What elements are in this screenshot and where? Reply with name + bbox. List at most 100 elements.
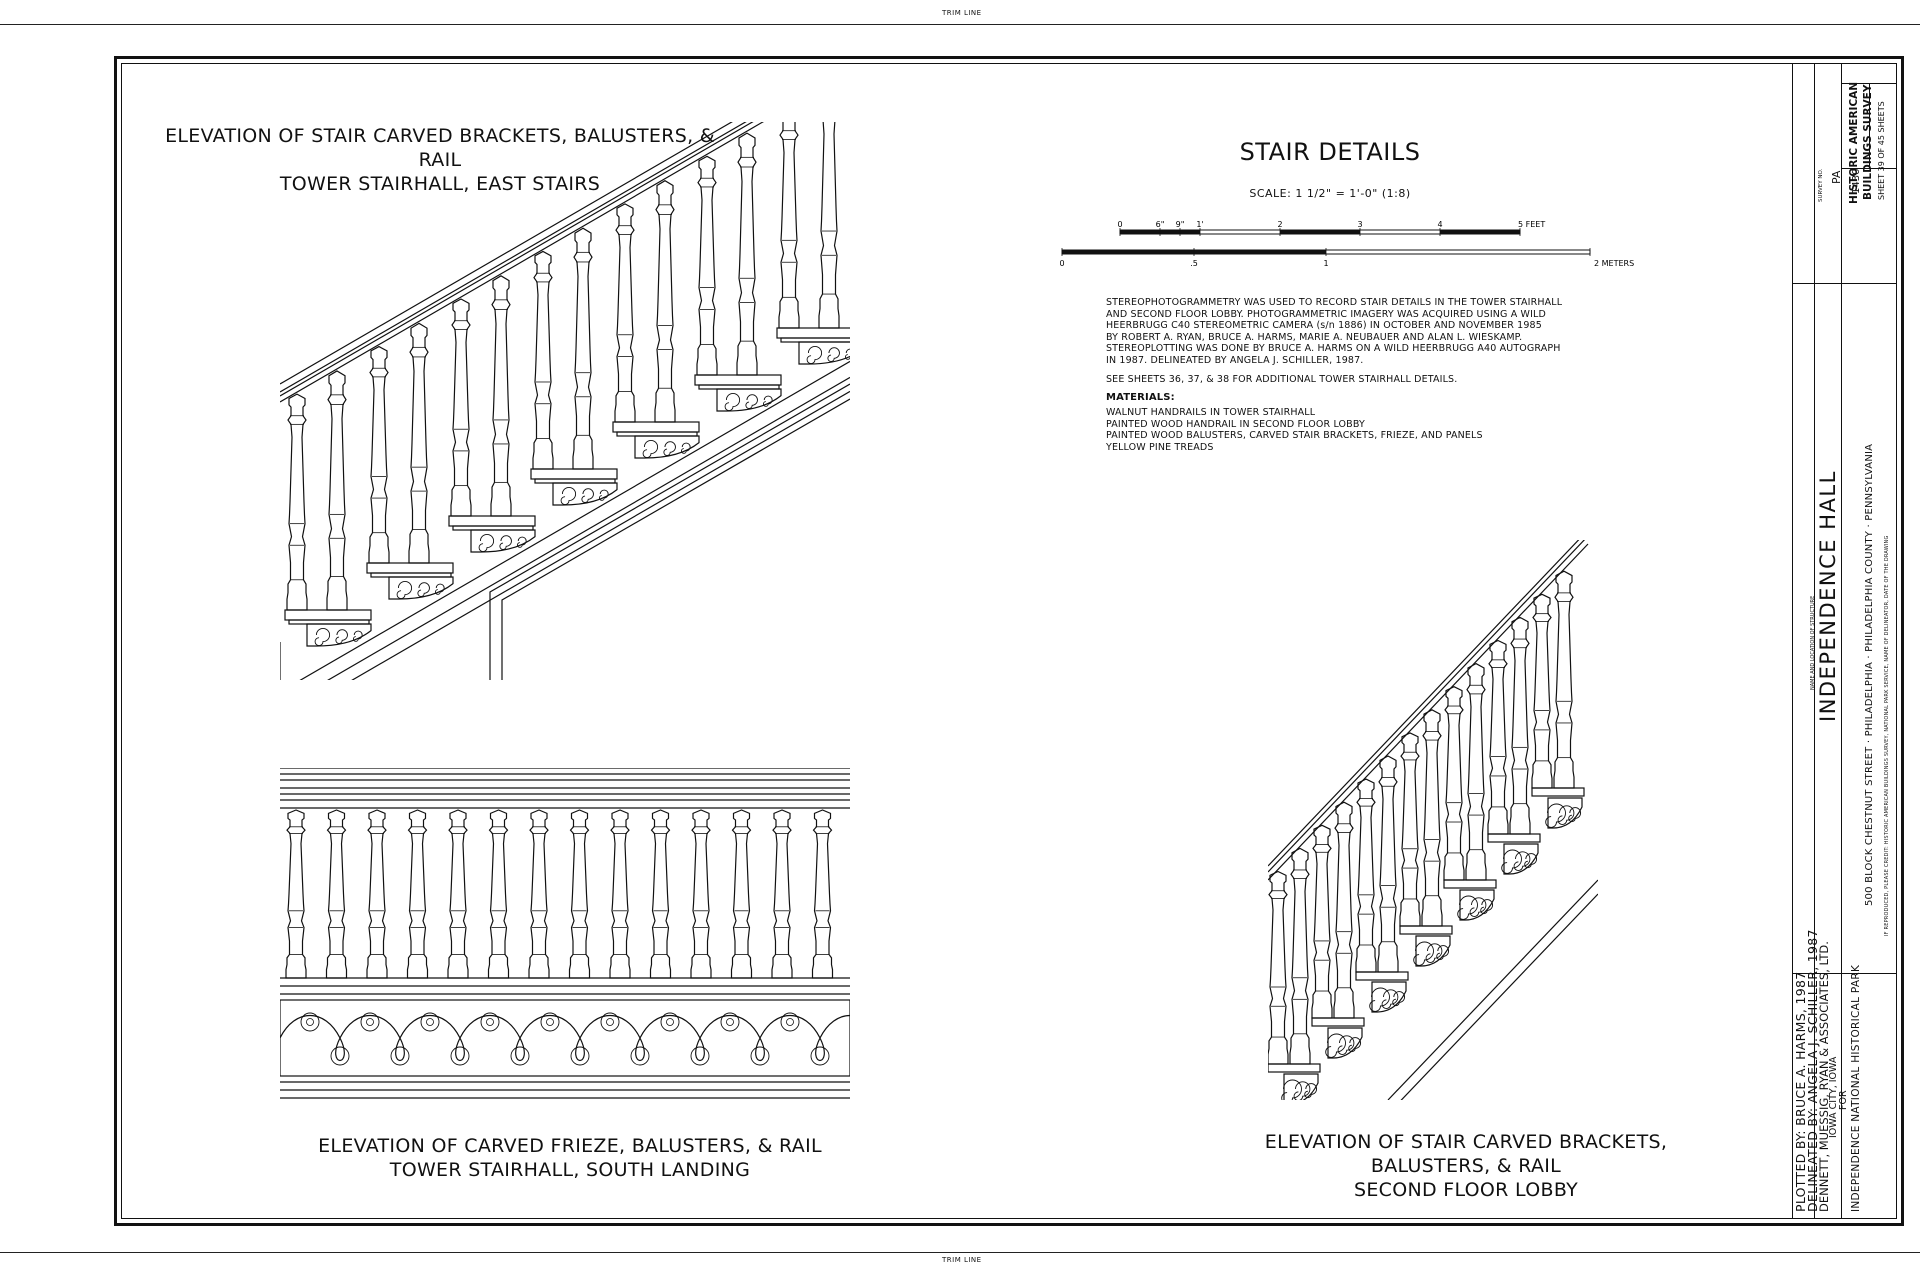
baluster-outline [736, 132, 758, 376]
panel-frame-outer [489, 383, 850, 680]
frieze-rosette [300, 1012, 320, 1032]
baluster-outline [1289, 847, 1311, 1065]
baluster [572, 227, 594, 470]
second-floor-title-line2: SECOND FLOOR LOBBY [1353, 1179, 1579, 1201]
baluster [532, 250, 554, 470]
baluster [490, 275, 512, 517]
material-item: WALNUT HANDRAILS IN TOWER STAIRHALL [1106, 407, 1316, 418]
trim-line-bottom [0, 1252, 1920, 1253]
stair-tread [776, 327, 850, 339]
note-line: IN 1987. DELINEATED BY ANGELA J. SCHILLE… [1106, 354, 1364, 366]
bracket-scroll [1304, 1083, 1318, 1099]
material-item: PAINTED WOOD BALUSTERS, CARVED STAIR BRA… [1106, 430, 1483, 441]
title-block-divider-7 [1869, 83, 1870, 169]
bracket-scroll [581, 488, 594, 503]
frieze-rosette-center [786, 1018, 794, 1026]
frieze-rosette [450, 1046, 470, 1066]
materials-heading: MATERIALS: [1106, 391, 1175, 403]
carved-bracket [716, 388, 782, 412]
sheet-number: SHEET 39 OF 45 SHEETS [1877, 101, 1886, 200]
baluster [406, 809, 429, 979]
bracket-scroll [806, 345, 823, 365]
baluster-outline [1268, 870, 1289, 1065]
sheet-border-outer [114, 56, 1904, 1226]
bracket-scroll [478, 533, 495, 553]
materials-list: WALNUT HANDRAILS IN TOWER STAIRHALL PAINT… [1106, 407, 1566, 453]
baluster-outline [366, 809, 388, 979]
title-block-divider-4 [1793, 973, 1897, 974]
baluster [450, 298, 472, 517]
baluster-outline [325, 809, 348, 979]
frieze-rosette-center [546, 1018, 554, 1026]
stair-tread [612, 421, 700, 433]
baluster [1399, 732, 1421, 927]
carved-bracket [1413, 935, 1451, 967]
reproduction-credit-note: IF REPRODUCED, PLEASE CREDIT: HISTORIC A… [1884, 535, 1890, 936]
notes-block: STEREOPHOTOGRAMMETRY WAS USED TO RECORD … [1106, 297, 1566, 453]
carved-bracket [552, 482, 618, 506]
frieze-rosette-center [366, 1018, 374, 1026]
baluster [326, 370, 348, 611]
stair-tread [1311, 1017, 1365, 1027]
baluster-outline [1311, 824, 1333, 1019]
stair-tread [530, 468, 618, 480]
bracket-scroll [1568, 807, 1582, 823]
carved-bracket [388, 576, 454, 600]
baluster [528, 809, 550, 979]
bracket-outline [552, 482, 618, 506]
drawing-title-east-stairs: ELEVATION OF STAIR CARVED BRACKETS, BALU… [150, 124, 730, 196]
bracket-outline [1415, 935, 1451, 967]
baluster [447, 809, 469, 979]
bracket-outline [1547, 797, 1583, 829]
baluster [1355, 778, 1377, 973]
feet-tick-label: 1' [1196, 220, 1203, 229]
stair-tread [448, 515, 536, 527]
baluster [811, 809, 834, 979]
stair-tread [1487, 833, 1541, 843]
carved-bracket [1501, 843, 1539, 875]
baluster [696, 155, 718, 376]
note-line: STEREOPLOTTING WAS DONE BY BRUCE A. HARM… [1106, 343, 1561, 354]
frieze-rosette [570, 1046, 590, 1066]
baluster [654, 179, 676, 423]
feet-tick-label: 5 FEET [1518, 220, 1545, 229]
bracket-scroll [417, 582, 430, 597]
south-landing-title-line1: ELEVATION OF CARVED FRIEZE, BALUSTERS, &… [318, 1135, 822, 1157]
frieze-rosette [330, 1046, 350, 1066]
baluster [818, 122, 840, 329]
frieze-rosette [510, 1046, 530, 1066]
baluster-outline [778, 122, 800, 329]
carved-bracket [1281, 1073, 1319, 1100]
baluster-outline [696, 155, 718, 376]
bracket-scroll [1348, 1037, 1362, 1053]
bracket-scroll [1524, 853, 1538, 869]
baluster [408, 322, 430, 564]
baluster [778, 122, 800, 329]
baluster [286, 393, 308, 611]
baluster-outline [690, 809, 712, 979]
rail-mid [1268, 540, 1586, 873]
drawing-title-south-landing: ELEVATION OF CARVED FRIEZE, BALUSTERS, &… [290, 1134, 850, 1182]
rail-bottom [280, 122, 764, 403]
baluster-outline [568, 809, 591, 979]
bracket-scroll [827, 347, 840, 362]
baluster [1333, 801, 1355, 1019]
baluster [325, 809, 348, 979]
survey-number-label: SURVEY NO. [1818, 168, 1824, 202]
bracket-scroll [642, 439, 659, 459]
baluster-outline [1531, 593, 1553, 789]
note-paragraph-1: STEREOPHOTOGRAMMETRY WAS USED TO RECORD … [1106, 297, 1566, 366]
title-block-divider-1 [1814, 63, 1815, 1219]
baluster [736, 132, 758, 376]
bracket-scroll [396, 580, 413, 600]
baluster [609, 809, 631, 979]
baluster [1509, 616, 1531, 835]
stair-elevation-second-floor-lobby [1268, 540, 1598, 1100]
baluster-outline [614, 203, 636, 423]
baluster [1531, 593, 1553, 789]
baluster-outline [450, 298, 472, 517]
frieze-rosette [660, 1012, 680, 1032]
frieze-rosette-center [726, 1018, 734, 1026]
title-block-divider-3 [1793, 283, 1897, 284]
baluster [1443, 686, 1465, 881]
